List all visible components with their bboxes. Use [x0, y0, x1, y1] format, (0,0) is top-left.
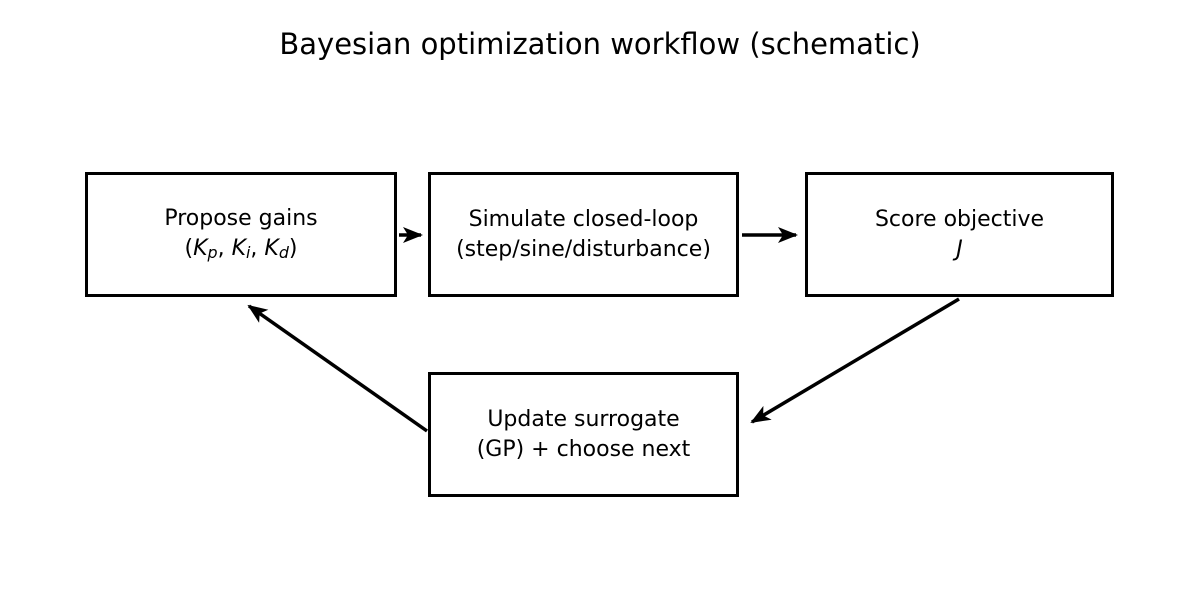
- arrow-update-to-propose: [247, 304, 429, 433]
- node-propose-gains-label: Propose gains: [164, 206, 318, 231]
- node-propose-gains: Propose gains (Kp, Ki, Kd): [85, 172, 397, 297]
- node-propose-gains-math: (Kp, Ki, Kd): [184, 236, 298, 263]
- node-update-label-line1: Update surrogate: [487, 406, 680, 432]
- diagram-title: Bayesian optimization workflow (schemati…: [279, 27, 921, 61]
- node-score-label: Score objective: [874, 206, 1045, 232]
- node-simulate-label-line1: Simulate closed-loop: [468, 206, 699, 232]
- arrow-score-to-update: [750, 297, 960, 424]
- node-score-objective-symbol: J: [956, 236, 963, 262]
- node-update-surrogate: Update surrogate (GP) + choose next: [428, 372, 739, 497]
- node-score-objective: Score objective J: [805, 172, 1114, 297]
- node-simulate-closed-loop: Simulate closed-loop (step/sine/disturba…: [428, 172, 739, 297]
- node-update-label-line2: (GP) + choose next: [476, 436, 691, 462]
- node-simulate-label-line2: (step/sine/disturbance): [456, 236, 711, 262]
